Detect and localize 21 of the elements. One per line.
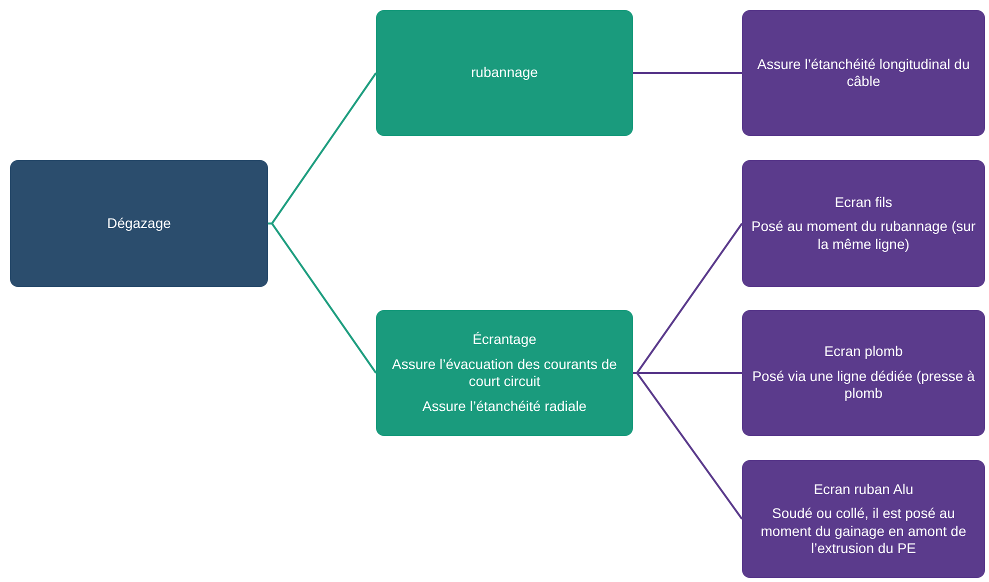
box-text: Assure l’étanchéité longitudinal du câble bbox=[756, 56, 971, 90]
connector-line bbox=[268, 222, 377, 374]
box-text: rubannage bbox=[471, 64, 538, 82]
description-box bbox=[742, 160, 985, 287]
process-box bbox=[10, 160, 268, 287]
box-text: Soudé ou collé, il est posé au moment du gainage en amont de l’extrusion du PE bbox=[760, 505, 968, 558]
box-heading: Écrantage bbox=[472, 331, 536, 348]
process-box bbox=[376, 310, 633, 436]
box-text: Assure l’étanchéité radiale bbox=[422, 398, 587, 415]
description-box bbox=[742, 460, 985, 578]
description-box bbox=[742, 10, 985, 136]
box-text: Posé via une ligne dédiée (presse à plomb bbox=[751, 368, 976, 403]
description-box bbox=[742, 310, 985, 436]
box-heading: Ecran ruban Alu bbox=[814, 480, 914, 498]
process-box bbox=[376, 10, 633, 136]
box-text: Assure l’évacuation des courants de court circuit bbox=[391, 356, 618, 390]
box-text: Dégazage bbox=[107, 214, 171, 232]
box-heading: Ecran plomb bbox=[824, 343, 903, 361]
box-text: Posé au moment du rubannage (sur la même ligne) bbox=[750, 218, 977, 254]
connector-line bbox=[633, 72, 742, 74]
box-heading: Ecran fils bbox=[834, 194, 892, 212]
